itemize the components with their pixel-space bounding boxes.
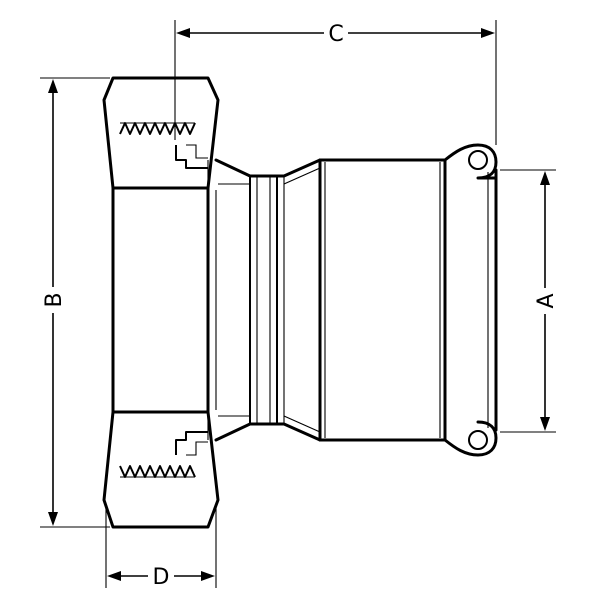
dim-a-label-bg <box>533 288 557 314</box>
thread-bottom <box>119 431 208 478</box>
thread-top <box>119 122 208 169</box>
neck-taper-bottom <box>214 422 322 442</box>
thread-zigzag-top <box>119 122 196 135</box>
thread-zigzag-bottom <box>119 465 196 478</box>
hex-nut <box>102 76 220 529</box>
dim-c-label: C <box>328 22 343 47</box>
seal-groove-detail-top <box>186 144 208 159</box>
dim-a-arrow-top <box>540 171 550 185</box>
seal-groove-detail-bottom <box>186 441 208 456</box>
dim-d-arrow-right <box>201 571 215 581</box>
dim-c-label-bg <box>324 20 348 46</box>
dimension-c: C <box>174 20 497 145</box>
neck-inner-top <box>218 167 321 185</box>
dim-c-arrow-right <box>481 28 495 38</box>
dim-d-arrow-left <box>107 571 121 581</box>
seal-groove-top <box>175 145 208 169</box>
dim-d-label-bg <box>148 563 174 589</box>
sleeve-outline <box>318 158 447 442</box>
dim-a-label: A <box>534 293 559 308</box>
hex-nut-outline <box>102 76 220 529</box>
dim-b-arrow-bottom <box>48 512 58 526</box>
dimension-a: A <box>500 169 559 433</box>
neck-inner-bottom <box>218 415 321 433</box>
dim-a-arrow-bottom <box>540 417 550 431</box>
dim-b-label: B <box>42 292 67 307</box>
o-ring-top <box>468 150 488 170</box>
bead-outline-top <box>443 143 498 424</box>
adapter-neck <box>214 158 322 442</box>
dimension-d: D <box>105 505 217 590</box>
neck-taper-top <box>214 158 322 178</box>
o-ring-bottom <box>468 430 488 450</box>
dim-b-arrow-top <box>48 79 58 93</box>
press-sleeve <box>318 143 498 457</box>
seal-groove-bottom <box>175 431 208 455</box>
dim-d-label: D <box>153 565 170 590</box>
dim-b-label-bg <box>41 287 65 313</box>
bead-outline-bottom <box>443 420 498 457</box>
dimension-b: B <box>40 77 110 528</box>
dim-c-arrow-left <box>176 28 190 38</box>
